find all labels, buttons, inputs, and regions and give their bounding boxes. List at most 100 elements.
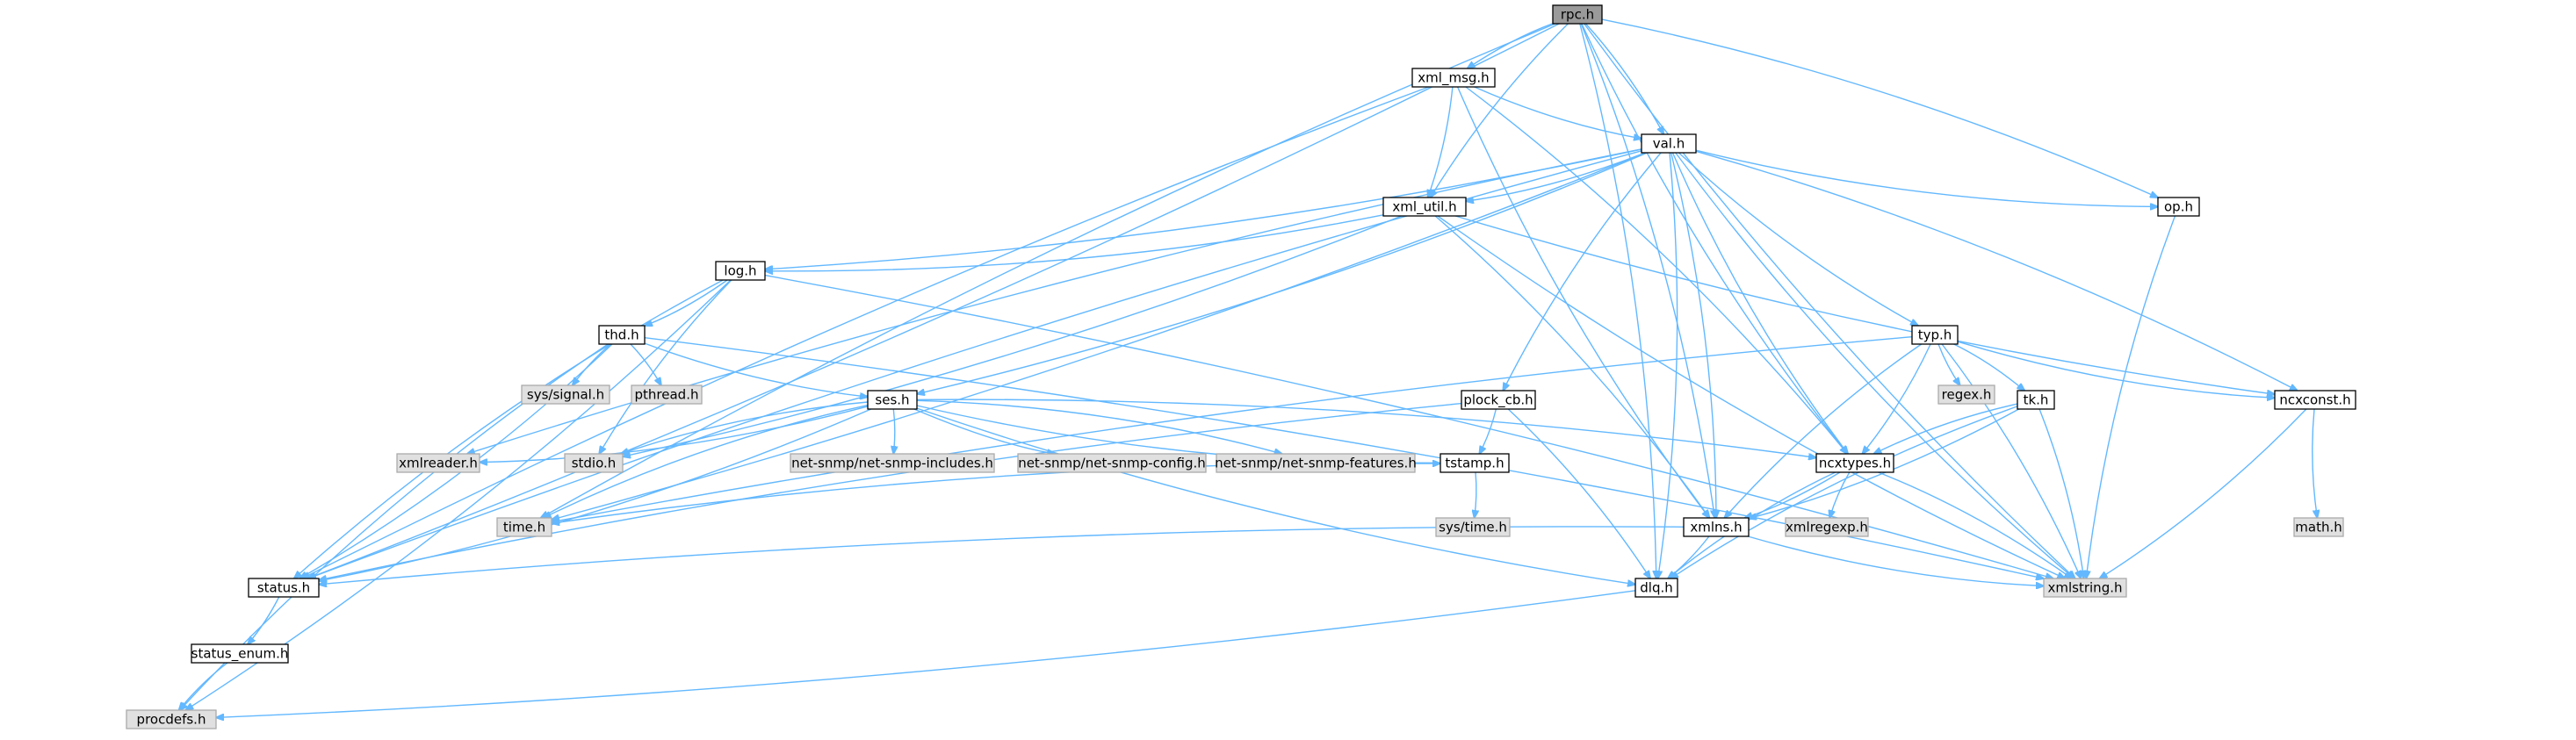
node-tstamp[interactable]: tstamp.h — [1440, 453, 1510, 473]
edge-op-to-xmlstring — [2086, 215, 2176, 578]
node-status-enum[interactable]: status_enum.h — [191, 643, 289, 664]
edge-xml_msg-to-val — [1474, 86, 1642, 139]
edge-rpc-to-xml_util — [1431, 23, 1569, 198]
node-label: thd.h — [604, 327, 639, 343]
node-thd[interactable]: thd.h — [598, 325, 646, 345]
edge-rpc-to-op — [1601, 18, 2158, 198]
node-tk[interactable]: tk.h — [2017, 390, 2055, 410]
edge-xml_util-to-xmlstring — [1437, 215, 2065, 578]
edge-xml_msg-to-status — [302, 86, 1430, 578]
edge-layer — [179, 18, 2318, 718]
edge-xml_msg-to-ncxtypes — [1465, 86, 1847, 454]
node-xmlns[interactable]: xmlns.h — [1683, 517, 1750, 537]
node-box — [1634, 578, 1678, 598]
edge-val-to-ncxtypes — [1671, 152, 1849, 454]
edge-plock_cb-to-tstamp — [1479, 408, 1497, 454]
node-typ[interactable]: typ.h — [1911, 325, 1959, 345]
node-ncxtypes[interactable]: ncxtypes.h — [1815, 453, 1894, 473]
node-op[interactable]: op.h — [2157, 197, 2200, 217]
edge-status_enum-to-procdefs — [179, 662, 228, 710]
node-label: xmlstring.h — [2048, 580, 2123, 596]
edge-val-to-op — [1695, 149, 2158, 206]
node-rpc[interactable]: rpc.h — [1552, 4, 1603, 25]
node-nsconf: net-snmp/net-snmp-config.h — [1017, 453, 1207, 473]
node-box — [2017, 390, 2055, 410]
edge-xml_util-to-ncxconst — [1454, 215, 2275, 394]
edge-tk-to-xmlstring — [2038, 408, 2084, 578]
node-box — [396, 453, 480, 473]
node-xmlreader: xmlreader.h — [396, 453, 480, 473]
node-label: ncxtypes.h — [1819, 456, 1891, 471]
node-box — [598, 325, 646, 345]
node-xmlstring: xmlstring.h — [2043, 578, 2127, 598]
node-label: tk.h — [2024, 392, 2049, 408]
node-box — [521, 384, 610, 405]
node-label: regex.h — [1942, 387, 1992, 403]
node-label: ncxconst.h — [2279, 392, 2350, 408]
node-box — [126, 709, 217, 729]
edge-val-to-ses — [917, 152, 1648, 394]
node-label: typ.h — [1918, 327, 1952, 343]
node-xml-util[interactable]: xml_util.h — [1382, 197, 1467, 217]
node-plock-cb[interactable]: plock_cb.h — [1461, 390, 1536, 410]
edge-rpc-to-val — [1584, 23, 1664, 134]
edge-typ-to-xmlns — [1724, 343, 1923, 518]
node-sys-signal: sys/signal.h — [521, 384, 610, 405]
node-dlq[interactable]: dlq.h — [1634, 578, 1678, 598]
node-box — [631, 384, 703, 405]
node-label: xml_util.h — [1392, 199, 1456, 216]
node-box — [1815, 453, 1894, 473]
node-box — [1440, 453, 1510, 473]
node-box — [2293, 517, 2344, 537]
node-box — [2274, 390, 2356, 410]
node-time: time.h — [496, 517, 552, 537]
node-procdefs: procdefs.h — [126, 709, 217, 729]
node-label: math.h — [2295, 520, 2341, 535]
node-box — [2043, 578, 2127, 598]
edge-val-to-time — [552, 152, 1647, 520]
node-box — [1552, 4, 1603, 25]
edge-ncxtypes-to-xmlregexp — [1829, 471, 1851, 518]
edge-dlq-to-procdefs — [216, 590, 1636, 718]
node-box — [1461, 390, 1536, 410]
node-box — [1017, 453, 1207, 473]
node-label: status_enum.h — [191, 646, 289, 663]
edge-ses-to-nsinc — [893, 408, 895, 454]
node-box — [715, 261, 766, 281]
edge-val-to-plock_cb — [1503, 152, 1662, 391]
node-label: val.h — [1653, 136, 1685, 152]
edge-ses-to-status — [319, 408, 872, 581]
edge-rpc-to-xmlns — [1580, 23, 1714, 518]
edge-thd-to-pthread — [630, 343, 661, 385]
edge-val-to-xmlstring — [1675, 152, 2075, 578]
node-xml-msg[interactable]: xml_msg.h — [1411, 68, 1496, 88]
edge-rpc-to-ncxtypes — [1581, 23, 1848, 454]
edge-ses-to-time — [544, 404, 869, 518]
node-log[interactable]: log.h — [715, 261, 766, 281]
node-xmlregexp: xmlregexp.h — [1785, 517, 1869, 537]
node-label: sys/signal.h — [527, 387, 604, 403]
edge-log-to-status — [294, 279, 724, 578]
node-val[interactable]: val.h — [1641, 133, 1697, 154]
node-math: math.h — [2293, 517, 2344, 537]
node-ses[interactable]: ses.h — [867, 390, 918, 410]
node-label: xmlregexp.h — [1786, 520, 1868, 535]
node-status[interactable]: status.h — [248, 578, 320, 598]
node-box — [496, 517, 552, 537]
node-label: ses.h — [875, 392, 909, 408]
edge-xml_util-to-stdio — [623, 215, 1402, 456]
edge-xmlns-to-xmlstring — [1748, 535, 2044, 586]
edge-ses-to-xmlreader — [480, 406, 869, 463]
node-ncxconst[interactable]: ncxconst.h — [2274, 390, 2356, 410]
node-label: xmlns.h — [1690, 520, 1742, 535]
node-regex: regex.h — [1937, 384, 1995, 405]
edge-val-to-xmlns — [1670, 152, 1716, 518]
node-label: dlq.h — [1640, 580, 1673, 596]
edge-xmlns-to-dlq — [1668, 535, 1710, 578]
edge-typ-to-ncxtypes — [1862, 343, 1931, 454]
node-box — [1683, 517, 1750, 537]
node-label: tstamp.h — [1445, 456, 1504, 471]
edge-ncxconst-to-math — [2312, 408, 2318, 518]
node-pthread: pthread.h — [631, 384, 703, 405]
node-label: net-snmp/net-snmp-features.h — [1215, 456, 1417, 471]
